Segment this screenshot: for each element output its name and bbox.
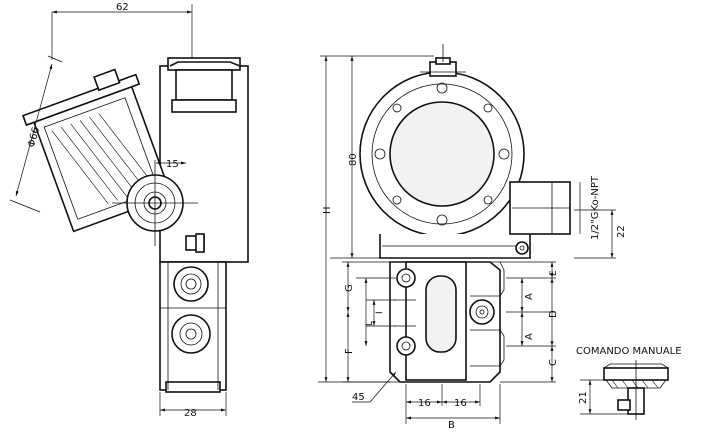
dim-15: 15 xyxy=(166,159,179,170)
dim-G: G xyxy=(344,284,355,292)
front-view: 1/2"GKo-NPT 22 80 H xyxy=(318,44,627,431)
dim-A-top: A xyxy=(524,293,535,300)
dim-16b: 16 xyxy=(454,398,467,409)
thread-label: 1/2"GKo-NPT xyxy=(590,175,601,240)
dim-C: C xyxy=(548,359,559,366)
dim-H: H xyxy=(322,206,333,214)
dim-L: L xyxy=(365,321,375,326)
manual-command-detail: COMANDO MANUALE 21 xyxy=(576,346,682,420)
dim-45: 45 xyxy=(352,392,365,403)
dim-E: E xyxy=(549,270,559,276)
dim-I: I xyxy=(375,311,385,314)
dim-22: 22 xyxy=(616,225,627,238)
dim-B: B xyxy=(448,420,455,431)
dim-D: D xyxy=(548,310,559,318)
dim-80: 80 xyxy=(348,153,359,166)
manual-command-label: COMANDO MANUALE xyxy=(576,346,682,357)
side-view: 62 Φ66 xyxy=(9,2,249,419)
dim-phi66: Φ66 xyxy=(26,126,42,149)
dim-A-bottom: A xyxy=(524,333,535,340)
dim-62: 62 xyxy=(116,2,129,13)
dim-21: 21 xyxy=(578,391,589,404)
dim-F: F xyxy=(344,348,355,354)
dim-16a: 16 xyxy=(418,398,431,409)
dim-28: 28 xyxy=(184,408,197,419)
